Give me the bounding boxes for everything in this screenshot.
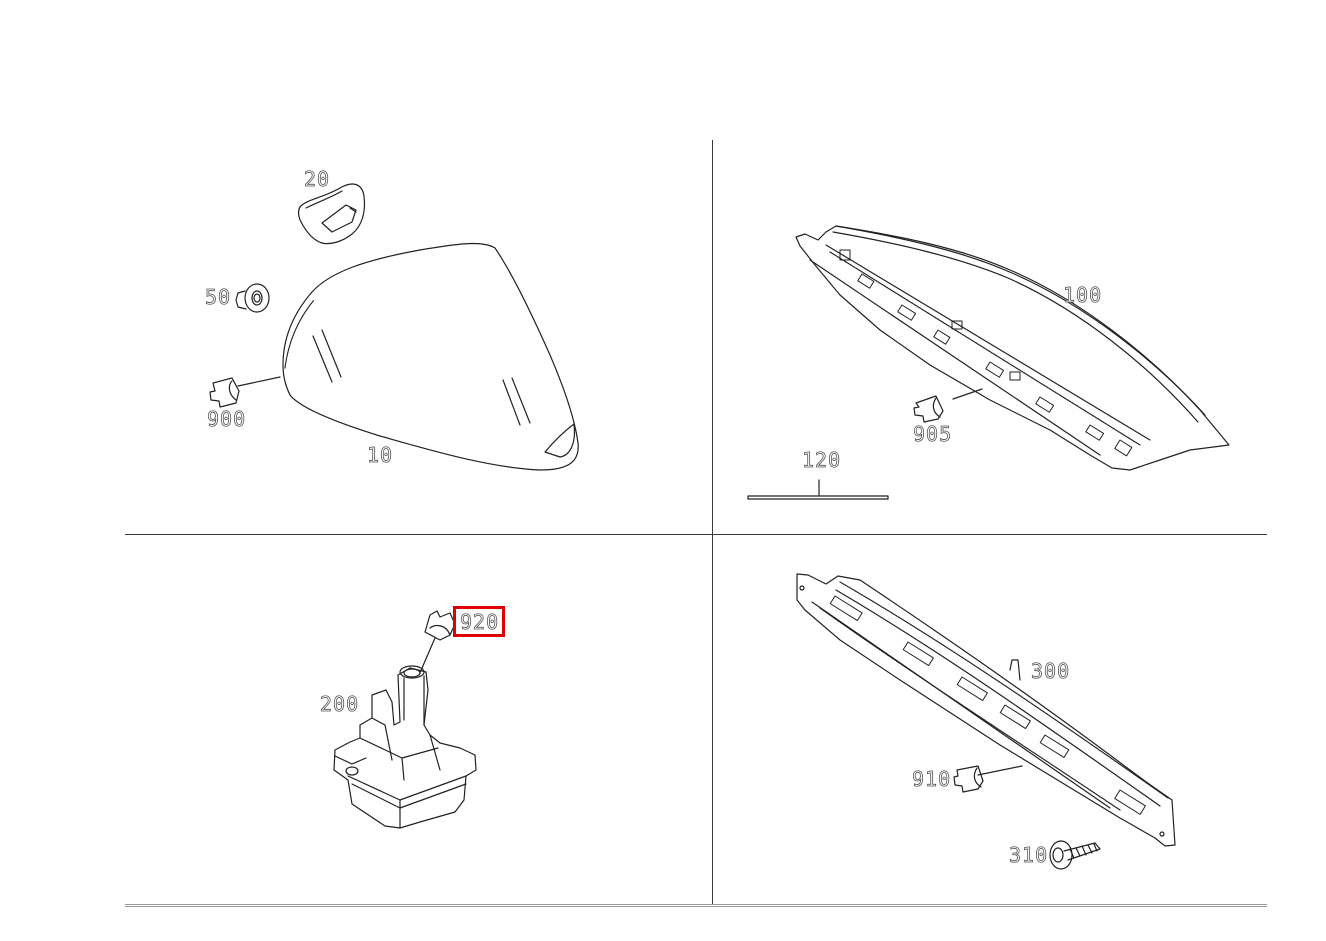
part-100-icon[interactable] bbox=[796, 226, 1229, 470]
callout-20[interactable]: 20 bbox=[304, 167, 331, 191]
callout-120[interactable]: 120 bbox=[802, 448, 842, 472]
callout-10[interactable]: 10 bbox=[367, 443, 394, 467]
callout-300[interactable]: 300 bbox=[1031, 659, 1071, 683]
part-905-icon[interactable] bbox=[914, 396, 943, 422]
part-50-icon[interactable] bbox=[236, 284, 269, 312]
callout-900[interactable]: 900 bbox=[207, 407, 247, 431]
callout-310[interactable]: 310 bbox=[1009, 843, 1049, 867]
callout-910[interactable]: 910 bbox=[912, 767, 952, 791]
part-200-icon[interactable] bbox=[334, 666, 476, 828]
callout-920-highlighted[interactable]: 920 bbox=[452, 606, 506, 637]
bottom-border-line-2 bbox=[125, 906, 1267, 907]
part-920-icon[interactable] bbox=[419, 611, 455, 675]
part-300-icon[interactable] bbox=[797, 574, 1175, 846]
part-10-icon[interactable] bbox=[238, 244, 578, 470]
callout-50[interactable]: 50 bbox=[205, 285, 232, 309]
bottom-border-line-1 bbox=[125, 904, 1267, 905]
vertical-divider bbox=[712, 140, 713, 904]
part-910-icon[interactable] bbox=[954, 766, 983, 792]
part-20-icon[interactable] bbox=[299, 184, 365, 244]
callout-200[interactable]: 200 bbox=[320, 692, 360, 716]
callout-905[interactable]: 905 bbox=[913, 422, 953, 446]
part-310-icon[interactable] bbox=[1050, 841, 1100, 869]
callout-100[interactable]: 100 bbox=[1063, 283, 1103, 307]
horizontal-divider bbox=[125, 534, 1267, 535]
part-900-icon[interactable] bbox=[210, 378, 239, 407]
part-120-icon[interactable] bbox=[748, 480, 888, 499]
